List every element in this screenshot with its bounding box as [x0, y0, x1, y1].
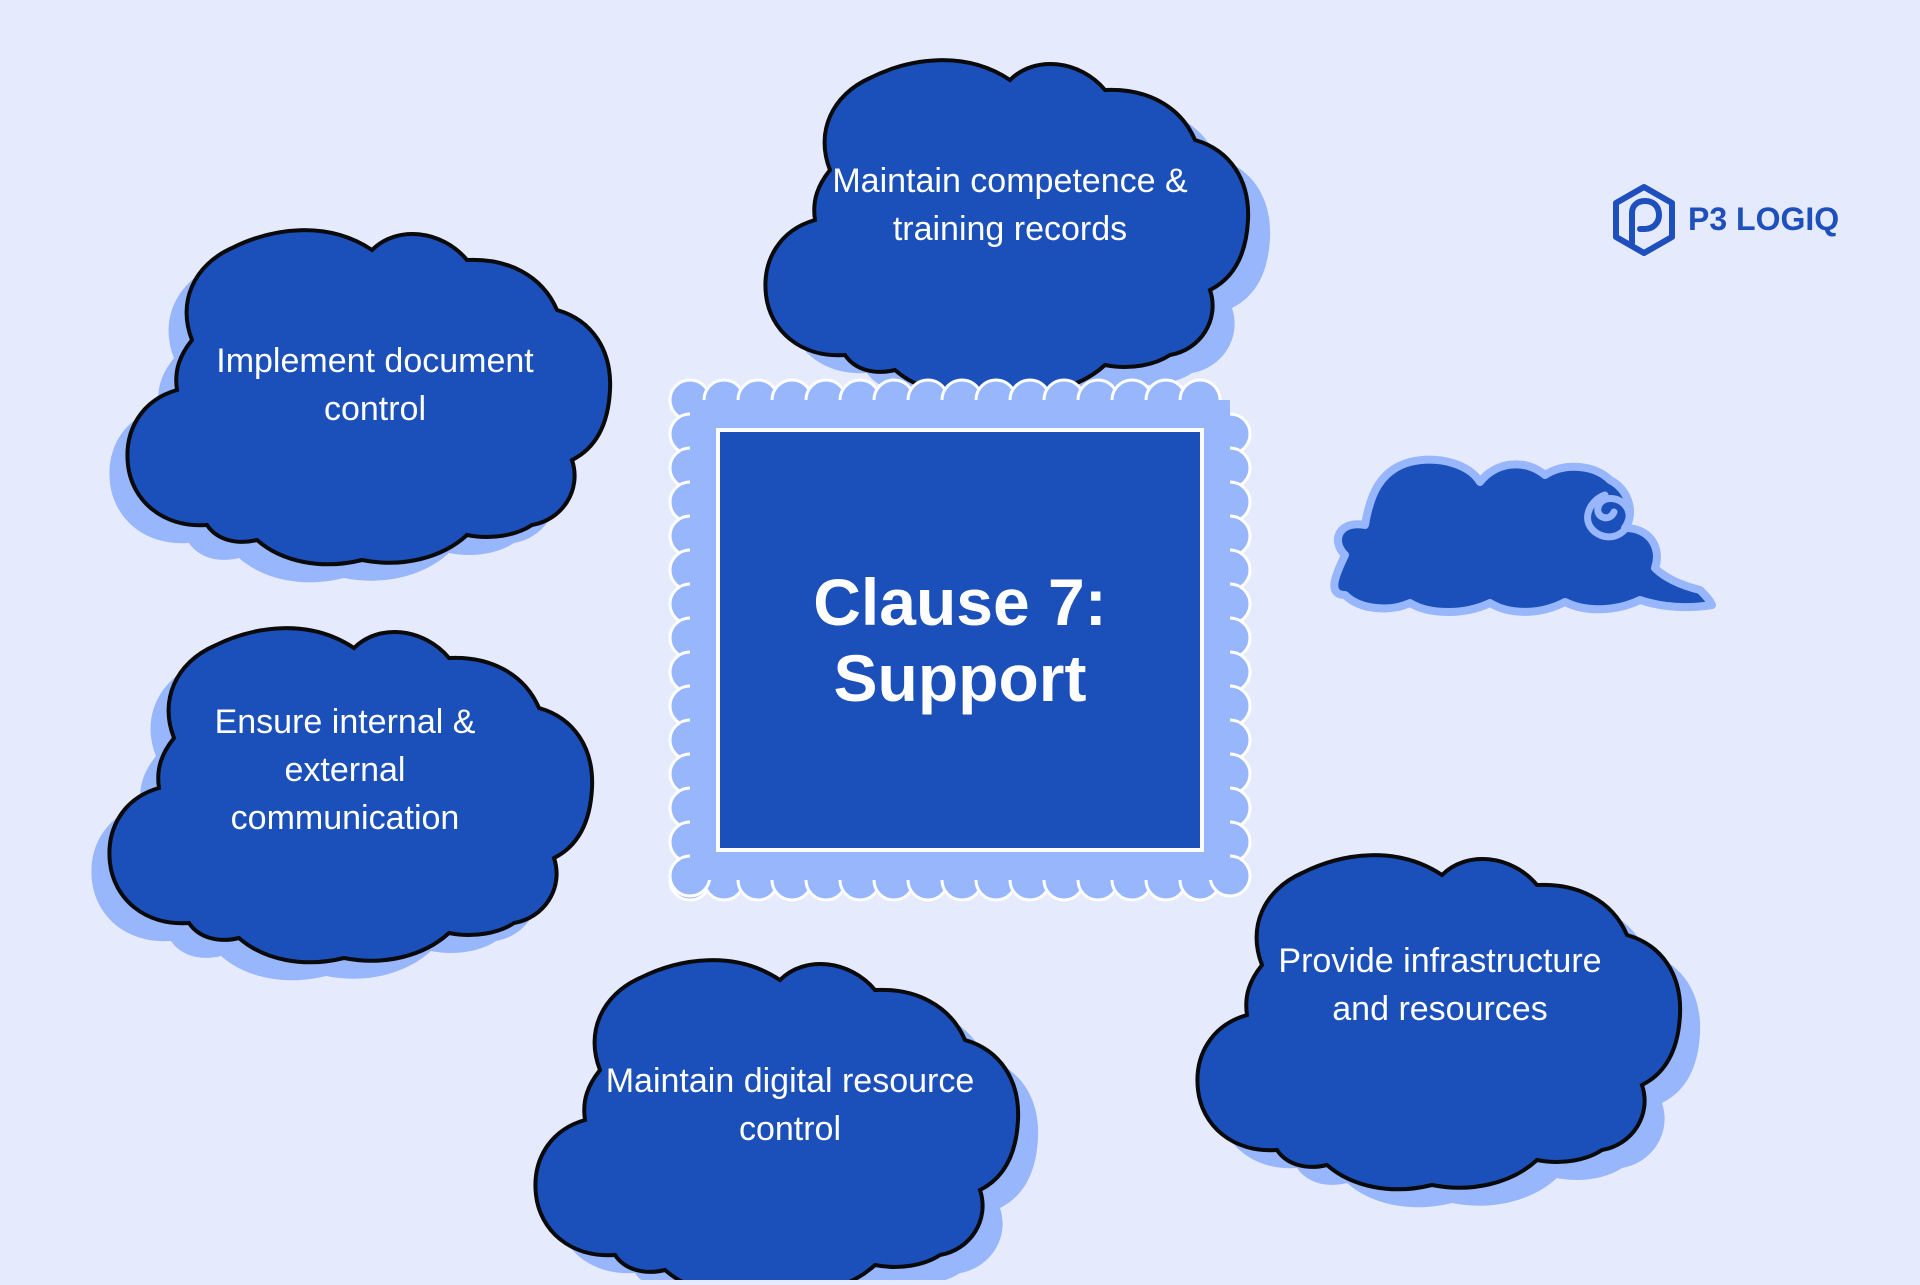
brand-name: P3 LOGIQ	[1688, 200, 1840, 237]
node-infrastructure-label: Provide infrastructure and resources	[1278, 942, 1602, 1028]
center-title-text: Clause 7: Support	[813, 565, 1107, 715]
center-title-box	[716, 428, 1204, 852]
node-digital-label: Maintain digital resource control	[605, 1062, 975, 1148]
brand-logo-spacer	[1608, 184, 1676, 254]
node-communication-label: Ensure internal & external communication	[214, 703, 476, 837]
center-frame	[668, 378, 1252, 902]
node-document-label: Implement document control	[216, 342, 534, 428]
swirl-cloud-icon	[1330, 455, 1716, 616]
p3-logiq-logo-icon	[1613, 184, 1675, 256]
brand-logo: P3 LOGIQ	[1608, 184, 1839, 254]
node-competence-label: Maintain competence & training records	[832, 162, 1188, 248]
center-title: Clause 7: Support	[718, 430, 1202, 850]
